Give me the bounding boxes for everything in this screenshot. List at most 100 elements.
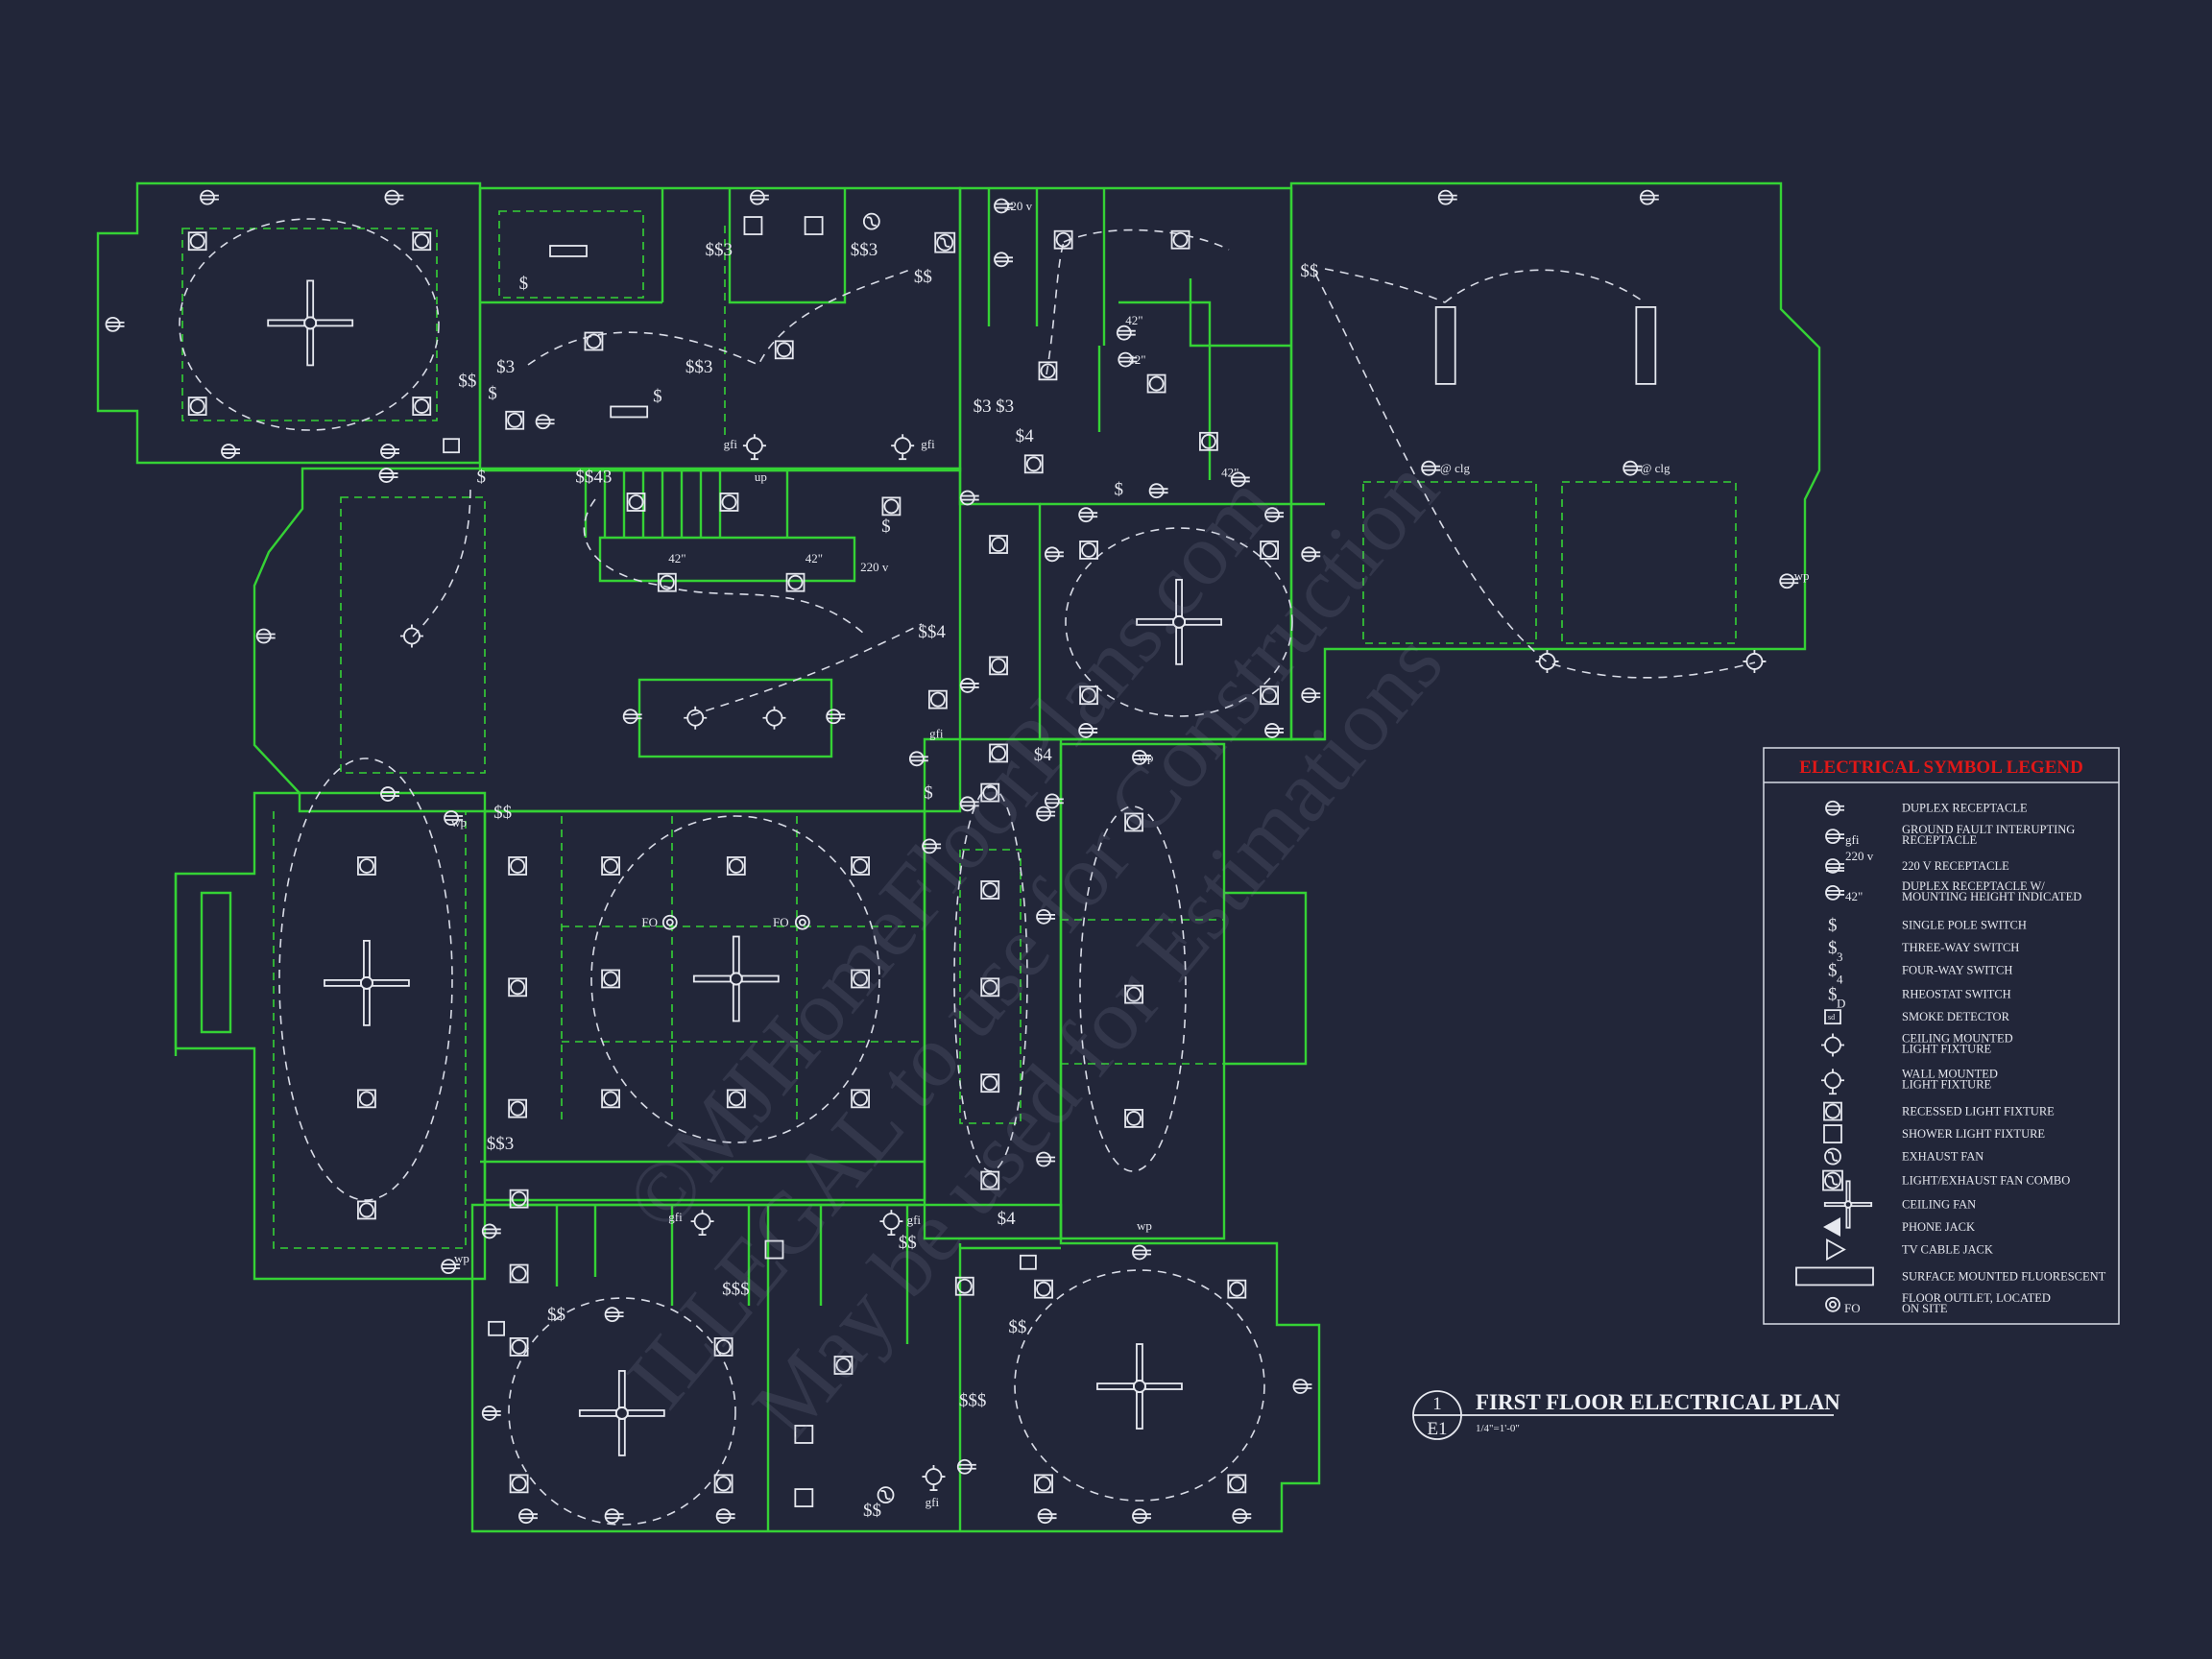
surface-fluorescent-icon	[610, 405, 649, 419]
recessed-light-icon	[1199, 431, 1218, 451]
duplex-receptacle-icon	[1044, 793, 1064, 809]
recessed-light-icon	[713, 1336, 733, 1357]
recessed-light-icon	[1823, 1101, 1842, 1121]
plan-label: 42"	[1128, 352, 1145, 367]
duplex-receptacle-icon	[1044, 546, 1064, 563]
height-receptacle-icon	[1825, 884, 1844, 901]
duplex-receptacle-icon	[922, 838, 942, 854]
ceiling-light-icon	[684, 706, 708, 730]
recessed-light-icon	[989, 656, 1008, 676]
recessed-light-icon	[584, 331, 604, 351]
legend-label: TV CABLE JACK	[1902, 1243, 1993, 1257]
wire-loop	[1079, 805, 1187, 1172]
ceiling-light-icon	[1821, 1033, 1844, 1057]
recessed-light-icon	[1053, 229, 1073, 250]
legend-label: WALL MOUNTED	[1902, 1067, 1998, 1080]
legend-row-recessed-light: RECESSED LIGHT FIXTURE	[1823, 1101, 2055, 1121]
duplex-receptacle-icon	[1132, 1244, 1151, 1261]
recessed-light-icon	[505, 410, 525, 430]
legend-label: DUPLEX RECEPTACLE W/	[1902, 879, 2045, 893]
plan-label: FO	[641, 915, 658, 929]
duplex-receptacle-icon	[959, 796, 979, 812]
recessed-light-icon	[726, 856, 746, 876]
recessed-light-icon	[1034, 1279, 1053, 1299]
duplex-receptacle-icon	[1148, 483, 1168, 499]
plan-label: @ clg	[1440, 461, 1471, 475]
plan-label: 42"	[668, 551, 685, 565]
legend-label: FLOOR OUTLET, LOCATED	[1902, 1291, 2051, 1305]
recessed-light-icon	[719, 493, 739, 512]
shower-light-icon	[804, 216, 824, 235]
legend-label: DUPLEX RECEPTACLE	[1902, 802, 2028, 815]
recessed-light-icon	[785, 572, 805, 592]
wire-loop	[1065, 527, 1293, 717]
duplex-receptacle-icon	[105, 316, 125, 332]
recessed-light-icon	[508, 1098, 528, 1118]
recessed-light-icon	[1034, 1474, 1053, 1494]
recessed-light-icon	[1124, 1109, 1143, 1128]
wall-light-icon	[879, 1210, 903, 1237]
recessed-light-icon	[1023, 454, 1044, 474]
wall-light-icon	[690, 1210, 714, 1237]
switch-label: $$43	[575, 467, 612, 487]
recessed-light-icon	[508, 856, 528, 876]
duplex-receptacle-icon	[384, 189, 404, 205]
plan-label: 220 v	[860, 560, 889, 574]
duplex-receptacle-icon	[378, 468, 398, 483]
gfi-receptacle-icon	[1825, 829, 1844, 845]
recessed-light-icon	[989, 743, 1008, 763]
switch-label: $$	[899, 1233, 917, 1253]
duplex-receptacle-icon	[604, 1307, 624, 1323]
legend-label: RHEOSTAT SWITCH	[1902, 988, 2011, 1001]
shower-light-icon	[764, 1239, 784, 1260]
duplex-receptacle-icon	[1264, 723, 1285, 738]
switch-label: $3	[996, 397, 1014, 417]
duplex-receptacle-icon	[1036, 1151, 1056, 1167]
drawing-title-block: 1 E1 FIRST FLOOR ELECTRICAL PLAN 1/4"=1'…	[1412, 1390, 1840, 1440]
legend-row-exhaust-fan: EXHAUST FAN	[1824, 1147, 1984, 1166]
wall-light-icon	[922, 1465, 946, 1491]
ceiling-light-icon	[1535, 649, 1559, 673]
duplex-receptacle-icon	[1437, 189, 1457, 205]
wall-upper-baths	[478, 186, 962, 472]
shower-light-icon	[794, 1488, 814, 1507]
single-pole-switch-icon: $	[1828, 916, 1838, 936]
legend-row-phone-jack: PHONE JACK	[1823, 1217, 1975, 1238]
recessed-light-icon	[980, 1073, 1000, 1094]
switch-label: $$	[458, 372, 476, 392]
recessed-light-icon	[833, 1356, 854, 1375]
wire-run	[412, 228, 1756, 716]
switch-subscript: D	[1837, 997, 1845, 1011]
sheet-number: E1	[1427, 1419, 1447, 1439]
plan-label: 220 v	[1004, 199, 1033, 213]
switch-label: $$3	[487, 1134, 515, 1154]
recessed-light-icon	[1146, 373, 1166, 394]
legend-label: THREE-WAY SWITCH	[1902, 941, 2019, 954]
duplex-receptacle-icon	[908, 751, 928, 767]
wall-light-icon	[742, 434, 766, 461]
wire-loop	[278, 757, 453, 1201]
duplex-receptacle-icon	[959, 678, 979, 693]
surface-fluorescent-icon	[549, 245, 588, 257]
switch-subscript: 4	[1837, 973, 1843, 987]
surface-fluorescent-icon	[1795, 1266, 1874, 1286]
recessed-light-icon	[1079, 541, 1098, 560]
smoke-detector-icon	[1824, 1009, 1841, 1025]
duplex-receptacle-icon	[1132, 749, 1151, 765]
legend-label: SINGLE POLE SWITCH	[1902, 919, 2027, 932]
recessed-light-icon	[980, 782, 1000, 803]
switch-subscript: 3	[1837, 950, 1843, 964]
recessed-light-icon	[509, 1336, 529, 1357]
recessed-light-icon	[851, 969, 870, 989]
legend-row-light-exhaust-combo: LIGHT/EXHAUST FAN COMBO	[1822, 1169, 2070, 1191]
plan-label: gfi	[724, 437, 738, 451]
switch-label: $$	[493, 803, 512, 823]
legend-label: PHONE JACK	[1902, 1220, 1975, 1234]
ceiling-light-icon	[762, 706, 786, 730]
drawing-title: FIRST FLOOR ELECTRICAL PLAN	[1476, 1390, 1840, 1414]
recessed-light-icon	[601, 969, 620, 989]
